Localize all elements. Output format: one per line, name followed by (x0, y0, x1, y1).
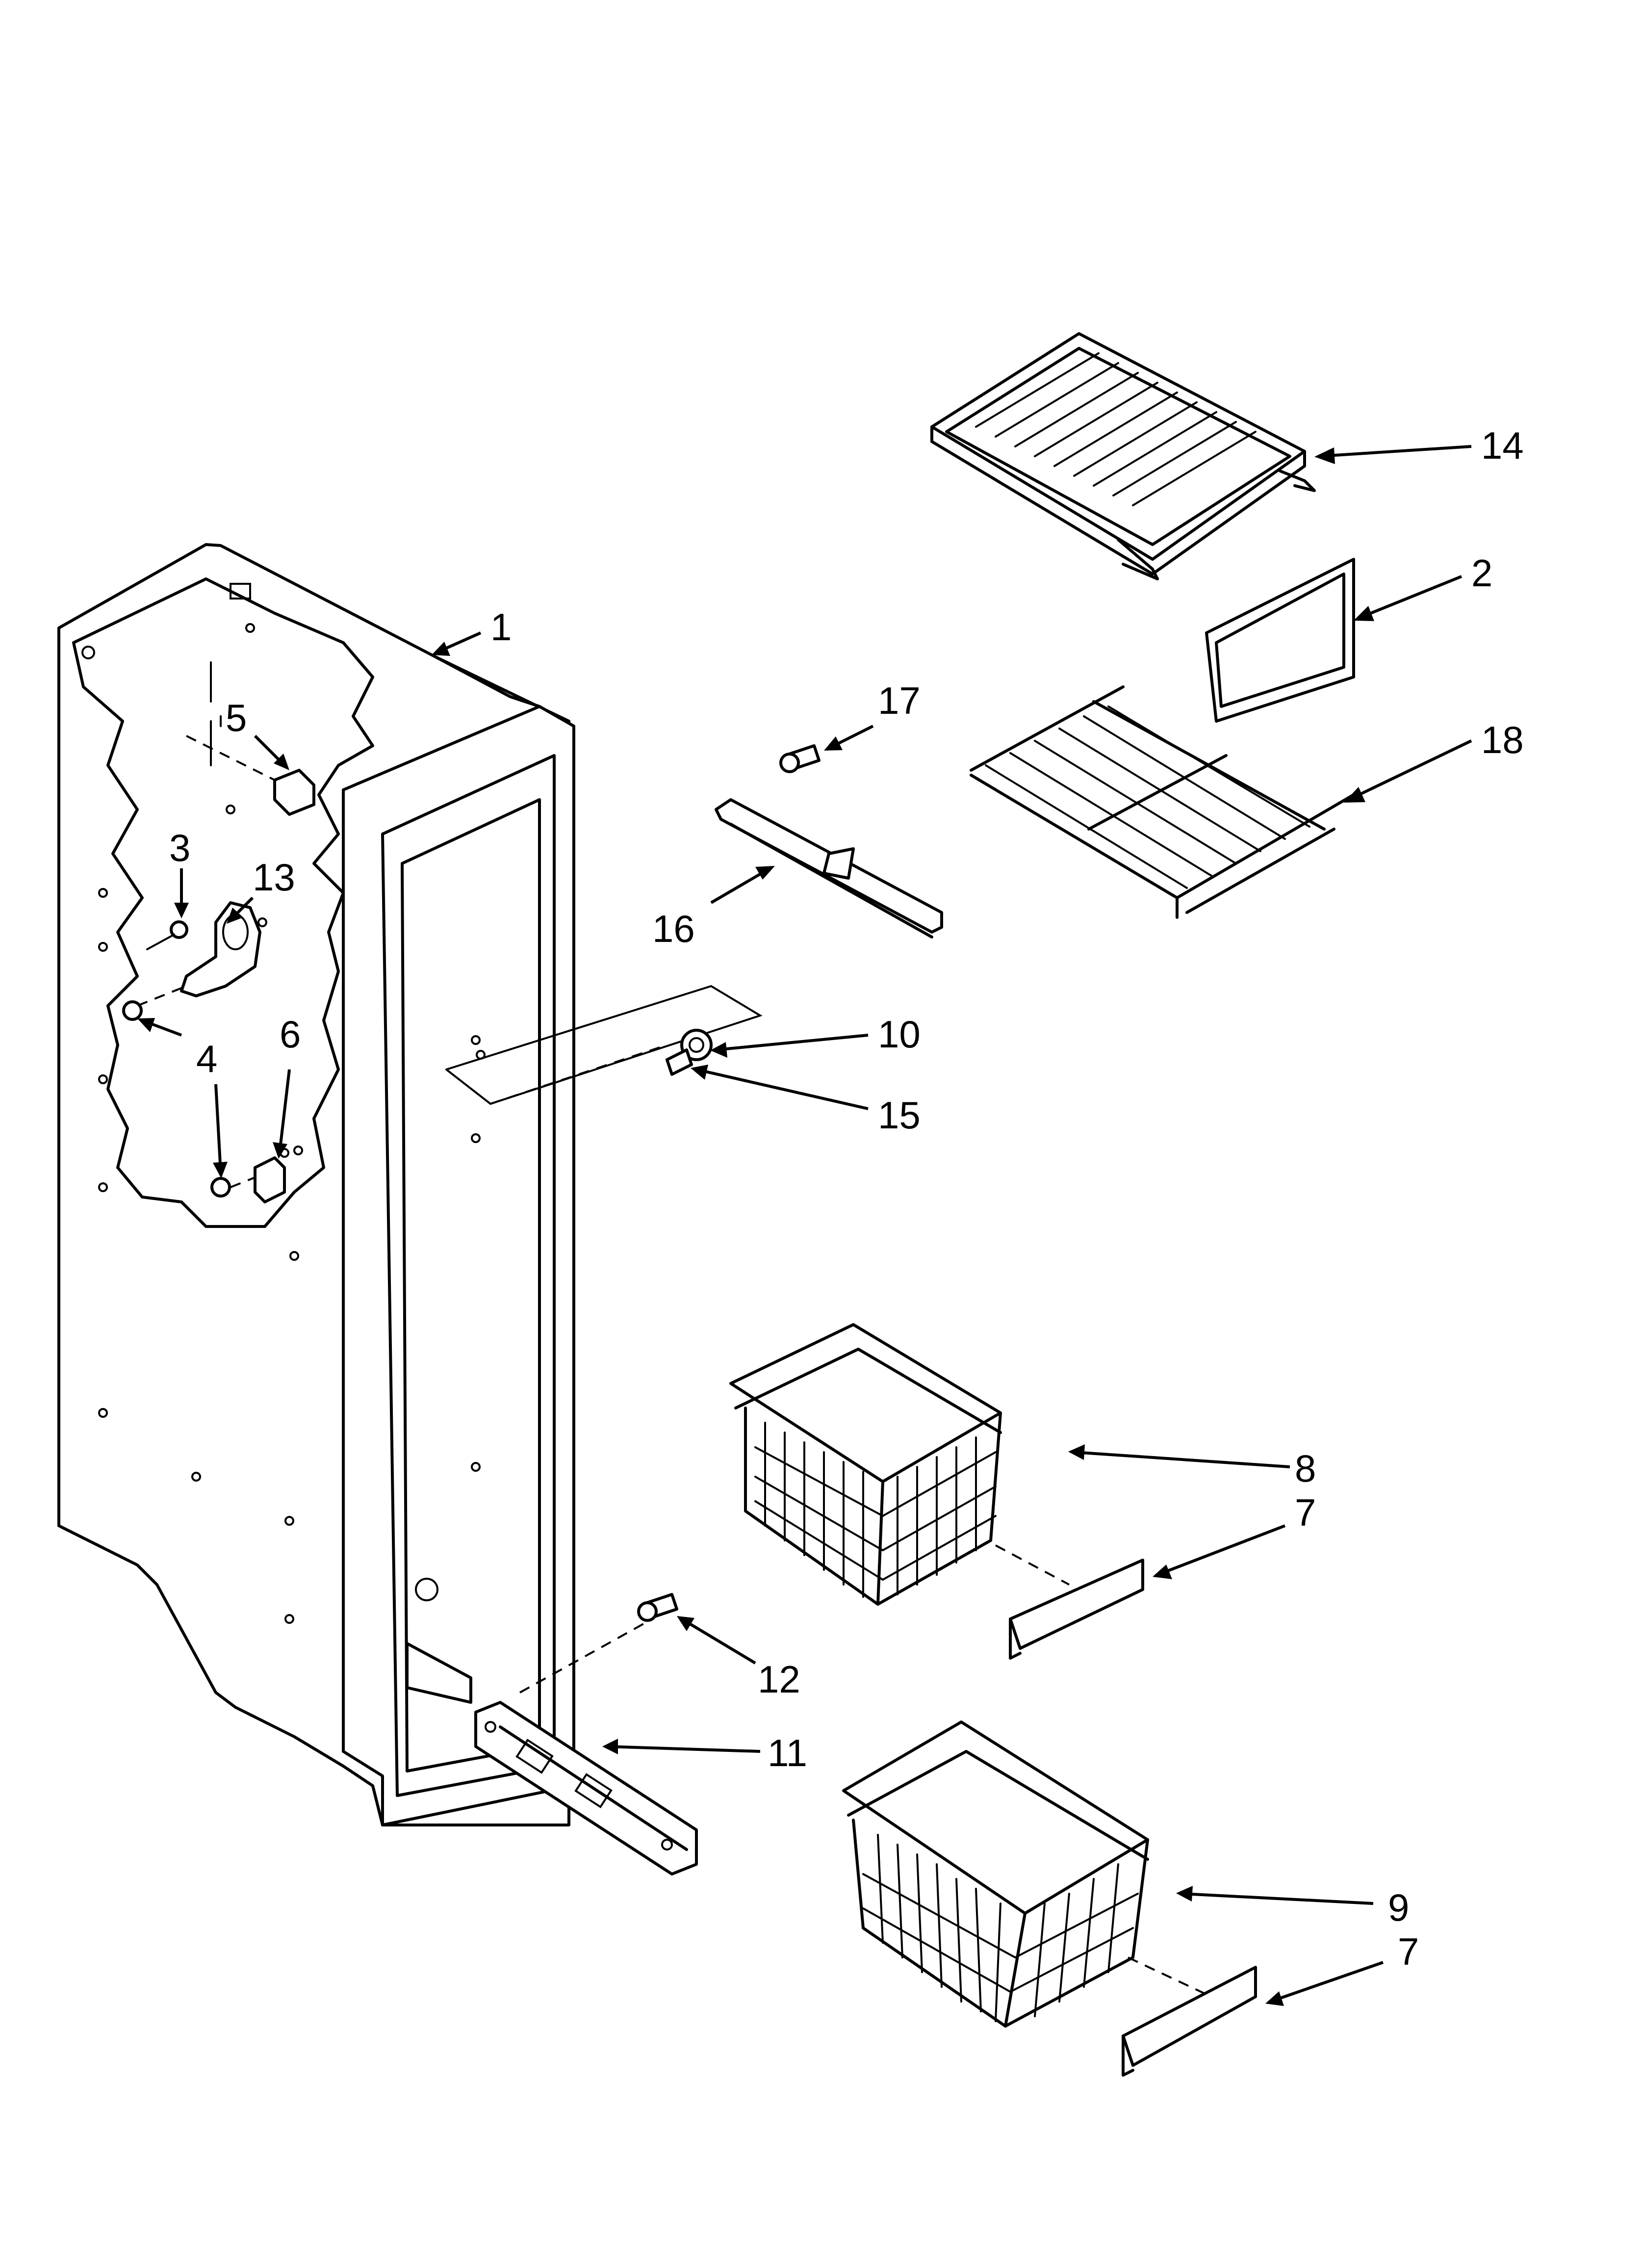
callout-11: 11 (768, 1731, 807, 1774)
callout-16: 16 (652, 907, 695, 950)
part-10-bumper (445, 985, 763, 1105)
part-2-shelf-trim (1205, 558, 1355, 723)
part-9-basket (842, 1721, 1149, 2028)
callout-2: 2 (1471, 551, 1492, 595)
callout-3: 3 (169, 826, 190, 869)
part-8-basket (729, 1323, 1002, 1606)
part-11-front-trim (474, 1701, 698, 1876)
part-17-screw (779, 744, 821, 773)
part-14-shelf (930, 332, 1316, 580)
callout-4: 4 (196, 1037, 217, 1080)
callout-5: 5 (226, 696, 247, 739)
part-13-bracket (137, 901, 267, 1007)
part-7-trim-lower (1122, 1956, 1257, 2077)
callout-12: 12 (758, 1658, 800, 1701)
part-3-screw (146, 920, 188, 950)
part-6-clip (230, 1146, 303, 1203)
part-4-screws (122, 1000, 231, 1198)
callout-15: 15 (878, 1094, 921, 1137)
callout-10: 10 (878, 1013, 921, 1056)
callout-18: 18 (1481, 718, 1524, 761)
callout-13: 13 (253, 856, 295, 899)
callout-6: 6 (280, 1013, 301, 1056)
part-16-shelf-support (715, 798, 943, 938)
callout-9: 9 (1388, 1886, 1409, 1929)
freezer-liner (57, 543, 575, 1826)
leader-arrows (137, 445, 1472, 2006)
part-5-clip (186, 735, 315, 816)
callout-14: 14 (1481, 424, 1524, 467)
callout-8: 8 (1295, 1447, 1316, 1490)
callout-1: 1 (490, 605, 512, 649)
callout-7-upper: 7 (1295, 1491, 1316, 1534)
callout-17: 17 (878, 679, 921, 722)
callout-7-lower: 7 (1398, 1930, 1419, 1973)
callout-labels: 14 2 18 1 17 16 5 3 13 4 6 10 15 8 7 12 … (169, 424, 1524, 1973)
part-7-trim-upper (995, 1544, 1144, 1660)
part-18-wire-shelf (970, 685, 1355, 919)
part-12-screw (519, 1593, 678, 1694)
